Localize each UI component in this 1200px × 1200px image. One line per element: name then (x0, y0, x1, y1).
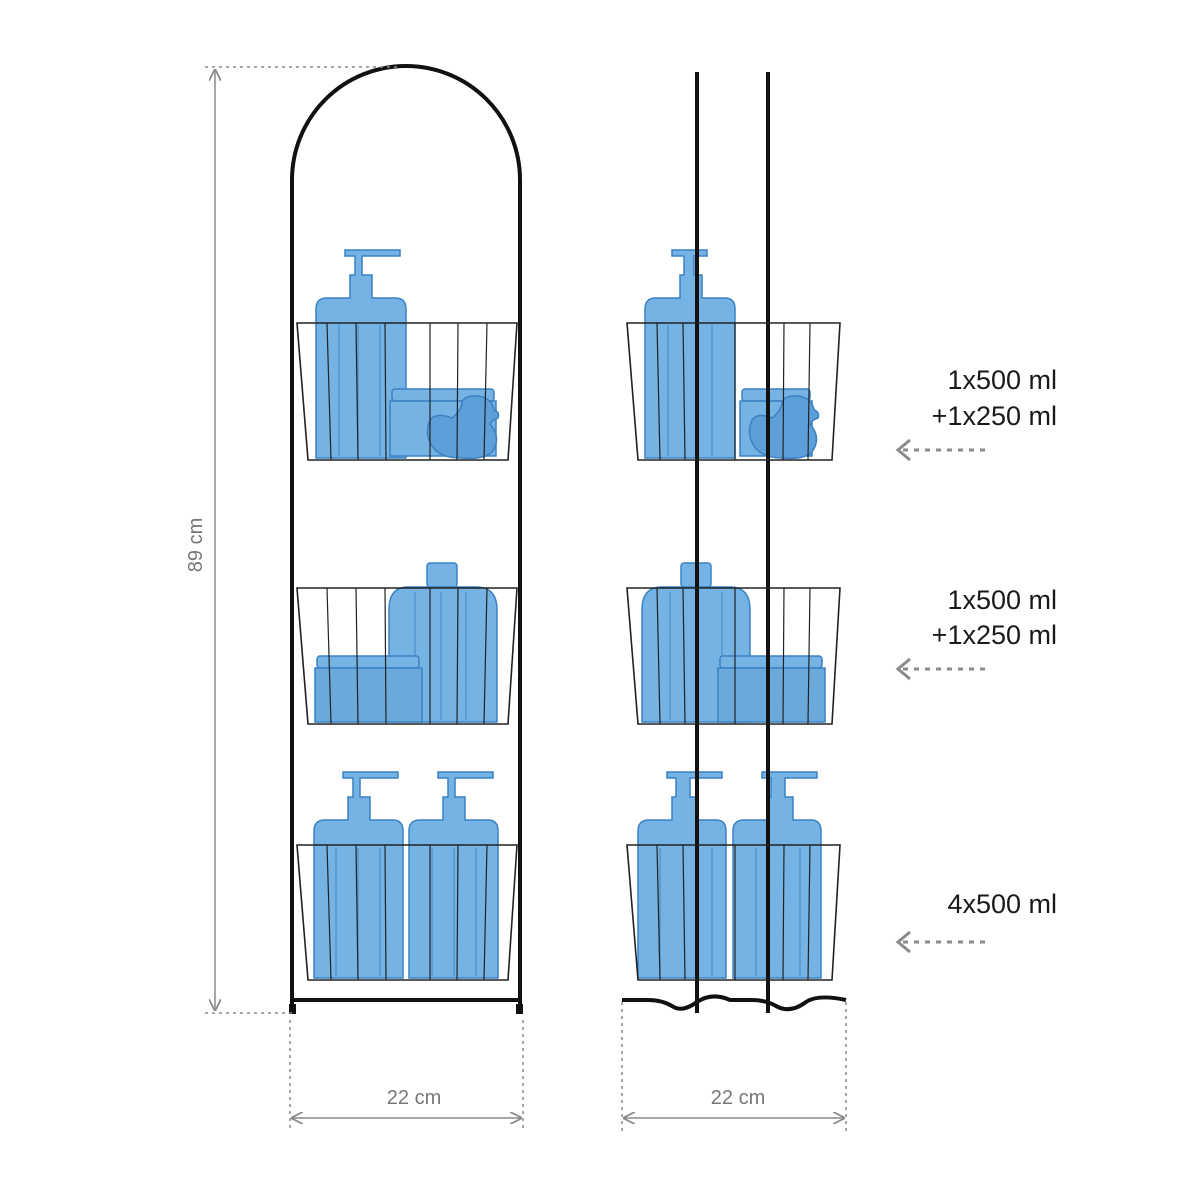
side-width-label: 22 cm (711, 1087, 765, 1109)
front-width-dimension: 22 cm (289, 1020, 524, 1132)
pump-bottle (644, 249, 736, 459)
height-label: 89 cm (185, 518, 207, 572)
front-shelf-bottom-items (313, 771, 499, 979)
front-shelf-middle-items (314, 562, 498, 723)
side-basket-top (626, 322, 841, 461)
front-basket-middle (296, 587, 518, 725)
rubber-duck-icon (426, 395, 500, 460)
side-basket-bottom (626, 844, 841, 981)
front-width-label: 22 cm (387, 1087, 441, 1109)
front-shelf-top-items (315, 249, 500, 460)
capacity-top: 1x500 ml +1x250 ml (895, 365, 1057, 462)
capacity-bottom: 4x500 ml (895, 889, 1057, 954)
side-width-dimension: 22 cm (621, 1002, 847, 1132)
pump-bottle (637, 771, 727, 979)
capacity-top-line1: 1x500 ml (947, 365, 1057, 395)
capacity-bottom-line1: 4x500 ml (947, 889, 1057, 919)
side-shelf-top-items (644, 249, 820, 460)
side-shelf-middle-items (641, 562, 826, 723)
capacity-middle-line1: 1x500 ml (947, 585, 1057, 615)
capacity-top-line2: +1x250 ml (932, 401, 1057, 431)
jar (316, 655, 420, 669)
front-view: 89 cm 22 cm (185, 64, 524, 1132)
side-basket-middle (626, 587, 841, 725)
side-wavy-base (622, 994, 847, 1012)
capacity-labels: 1x500 ml +1x250 ml 1x500 ml +1x250 ml 4x… (895, 365, 1057, 954)
side-shelf-bottom-items (637, 771, 822, 979)
bottle-cap (426, 562, 458, 588)
capacity-middle: 1x500 ml +1x250 ml (895, 585, 1057, 681)
side-view: 22 cm (621, 72, 847, 1132)
arched-frame (290, 64, 522, 1008)
front-basket-bottom (296, 844, 518, 981)
height-dimension: 89 cm (185, 66, 400, 1014)
front-basket-top (296, 322, 518, 461)
capacity-middle-line2: +1x250 ml (932, 620, 1057, 650)
pump-bottle (732, 771, 822, 979)
